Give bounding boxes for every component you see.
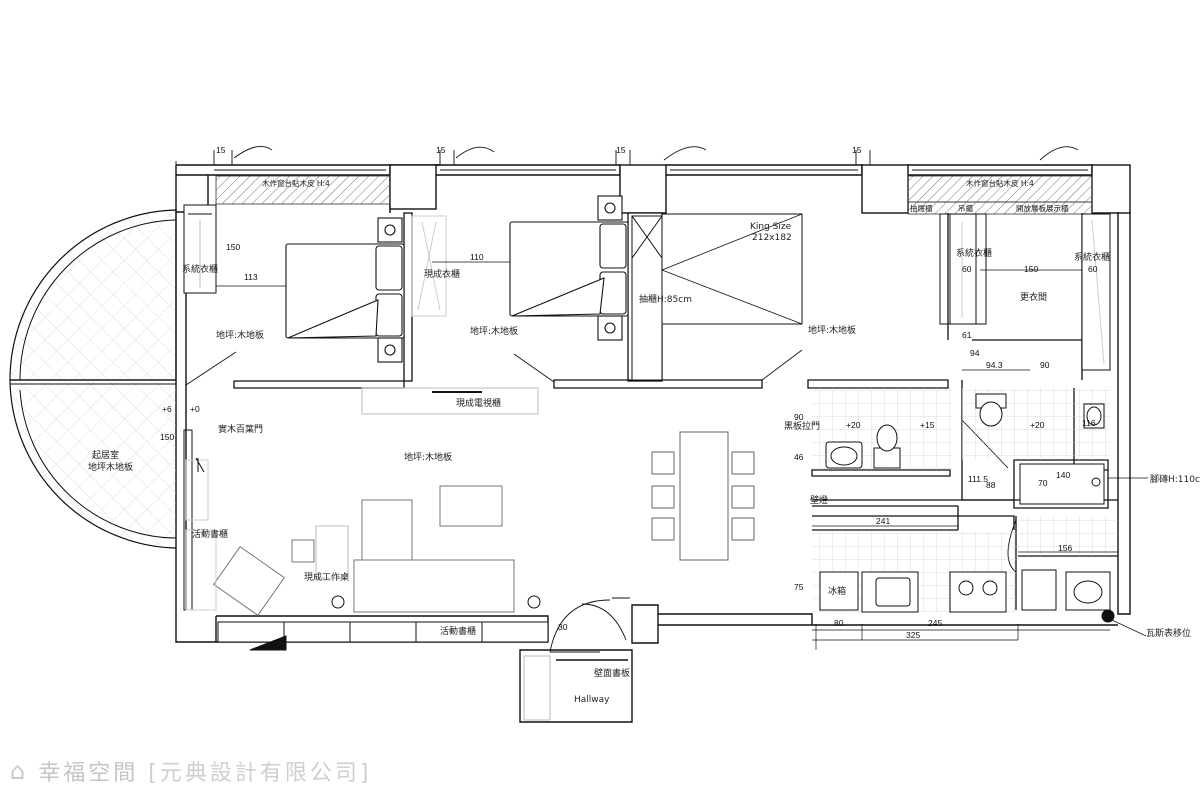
dim-75: 75	[794, 582, 804, 592]
left-side-items	[183, 429, 217, 611]
floor-label-2: 地坪:木地板	[470, 325, 518, 337]
dim-61: 61	[962, 330, 972, 340]
dim-156: 156	[1058, 543, 1072, 553]
fridge-label: 冰箱	[828, 585, 846, 597]
window-sill-left-label: 木作窗台貼木皮 H:4	[262, 178, 330, 188]
floor-label-3: 地坪:木地板	[808, 324, 856, 336]
top-right-cabinet-strip	[907, 201, 1093, 215]
dim-94-3: 94.3	[986, 360, 1003, 370]
hallway-label: Hallway	[574, 695, 610, 705]
dim-94: 94	[970, 348, 980, 358]
watermark-brand: 幸福空間	[38, 761, 139, 786]
system-closet-right-label-1: 系統衣櫃	[956, 247, 992, 259]
ready-closet-label: 現成衣櫃	[424, 268, 460, 280]
gas-meter-label: 瓦斯表移位	[1146, 627, 1191, 639]
king-size-dim-label: 212x182	[752, 233, 792, 243]
dim-15-d: 15	[852, 145, 862, 155]
dim-116: 116	[1082, 418, 1096, 428]
dim-150-c: 150	[160, 432, 174, 442]
top-right-label-1: 抽屜櫃	[910, 203, 933, 213]
tv-cabinet-label: 現成電視櫃	[456, 397, 501, 409]
dim-90-b: 90	[794, 412, 804, 422]
dim-plus-6: +6	[162, 404, 172, 414]
bed-left	[285, 217, 405, 363]
dim-plus-0: +0	[190, 404, 200, 414]
dim-245: 245	[928, 618, 942, 628]
dim-80: 80	[834, 618, 844, 628]
wall-lamp-label: 壁燈	[810, 494, 828, 506]
floor-label-main: 地坪:木地板	[404, 451, 452, 463]
dim-88: 88	[986, 480, 996, 490]
dim-150-b: 150	[1024, 264, 1038, 274]
dim-60-b: 60	[1088, 264, 1098, 274]
movable-bookshelf	[217, 621, 549, 651]
king-size-label: King Size	[750, 222, 792, 232]
movable-shelf-label-2: 活動書櫃	[440, 625, 476, 637]
floor-label-1: 地坪:木地板	[216, 329, 264, 341]
dim-15-c: 15	[616, 145, 626, 155]
tv-cabinet	[361, 387, 539, 415]
window-sill-left	[215, 175, 391, 205]
wall-shelf-label: 壁面書板	[594, 667, 630, 679]
dim-150-a: 150	[226, 242, 240, 252]
system-closet-right	[939, 213, 1111, 371]
dim-15-b: 15	[436, 145, 446, 155]
dim-90-a: 90	[1040, 360, 1050, 370]
windows	[175, 145, 1088, 171]
watermark-company: [元典設計有限公司]	[148, 761, 372, 786]
dressing-room-label: 更衣間	[1020, 291, 1047, 303]
dim-70: 70	[1038, 478, 1048, 488]
kitchen-tile-2	[1018, 516, 1118, 556]
window-sill-right-label: 木作窗台貼木皮 H:4	[966, 178, 1034, 188]
dining-set	[651, 431, 755, 561]
dimension-lines	[216, 261, 1148, 650]
dim-110: 110	[470, 252, 484, 262]
top-right-label-2: 吊櫃	[958, 203, 973, 213]
living-floor-label: 地坪木地板	[88, 461, 133, 473]
bay-window	[9, 209, 177, 549]
bathroom-fixtures	[825, 393, 1105, 505]
watermark: ⌂ 幸福空間 [元典設計有限公司]	[10, 756, 371, 786]
level-plus-15: +15	[920, 420, 935, 430]
dim-60-a: 60	[962, 264, 972, 274]
dim-15-a: 15	[216, 145, 226, 155]
kitchen-fixtures	[819, 569, 1115, 623]
living-furniture	[212, 485, 541, 617]
system-closet-left	[183, 204, 217, 294]
dim-111-5: 111.5	[968, 474, 988, 484]
tile-height-label: 腳磚H:110cm	[1150, 473, 1200, 485]
window-sill-right	[907, 175, 1093, 203]
system-closet-right-label-2: 系統衣櫃	[1074, 251, 1110, 263]
house-logo-icon: ⌂	[10, 757, 29, 785]
movable-shelf-label-1: 活動書櫃	[192, 528, 228, 540]
blackboard-door-label: 黑板拉門	[784, 420, 820, 432]
dim-325: 325	[906, 630, 920, 640]
dim-113: 113	[244, 272, 258, 282]
level-plus-20-b: +20	[1030, 420, 1045, 430]
top-right-label-3: 開放層板展示櫃	[1016, 203, 1069, 213]
king-bed	[631, 213, 803, 381]
level-plus-20-a: +20	[846, 420, 861, 430]
dim-140: 140	[1056, 470, 1070, 480]
dim-241: 241	[876, 516, 890, 526]
ready-desk-label: 現成工作桌	[304, 571, 349, 583]
living-room-label: 起居室	[92, 449, 119, 461]
ready-closet	[411, 215, 447, 317]
hallway-cabinet	[523, 655, 551, 721]
louver-door-label: 實木百葉門	[218, 423, 263, 435]
system-closet-left-label: 系統衣櫃	[182, 263, 218, 275]
drawer-cabinet-label: 抽櫃H:85cm	[639, 293, 692, 305]
dim-30: 30	[558, 622, 568, 632]
dim-46: 46	[794, 452, 804, 462]
bed-middle	[509, 195, 629, 341]
